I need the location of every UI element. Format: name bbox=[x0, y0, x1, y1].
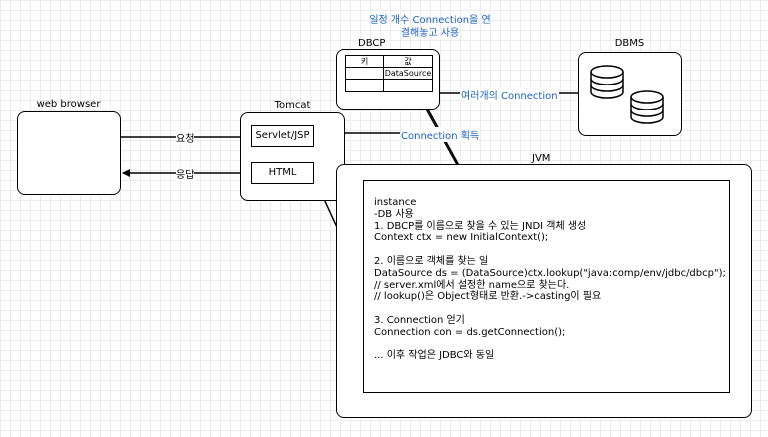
instance-code-text: instance -DB 사용 1. DBCP를 이름으로 찾을 수 있는 JN… bbox=[374, 197, 726, 362]
dbcp-title: DBCP bbox=[358, 38, 386, 49]
dbcp-key-value-table: 키 값 DataSource bbox=[345, 55, 433, 92]
table-header-key: 키 bbox=[345, 55, 384, 68]
table-cell-datasource: DataSource bbox=[383, 67, 433, 80]
table-header-value: 값 bbox=[383, 55, 433, 68]
dbms-title: DBMS bbox=[614, 38, 645, 49]
webbrowser-box bbox=[17, 111, 121, 195]
table-cell bbox=[345, 79, 384, 92]
get-connection-label: Connection 획득 bbox=[401, 127, 480, 142]
table-cell bbox=[383, 79, 433, 92]
request-label: 요청 bbox=[176, 130, 195, 145]
database-icon bbox=[590, 65, 664, 124]
table-cell bbox=[345, 67, 384, 80]
response-label: 응답 bbox=[176, 166, 195, 181]
instance-code-box bbox=[363, 180, 730, 393]
html-label: HTML bbox=[268, 167, 297, 178]
servlet-jsp-label: Servlet/JSP bbox=[255, 130, 310, 141]
webbrowser-title: web browser bbox=[36, 99, 101, 110]
multi-connection-label: 여러개의 Connection bbox=[460, 87, 559, 102]
jvm-title: JVM bbox=[532, 153, 551, 164]
servlet-jsp-box: Servlet/JSP bbox=[251, 125, 314, 147]
tomcat-title: Tomcat bbox=[274, 100, 311, 111]
dbms-box bbox=[578, 52, 682, 136]
dbcp-note: 일정 개수 Connection을 연 결해놓고 사용 bbox=[369, 15, 491, 39]
html-box: HTML bbox=[251, 162, 314, 184]
